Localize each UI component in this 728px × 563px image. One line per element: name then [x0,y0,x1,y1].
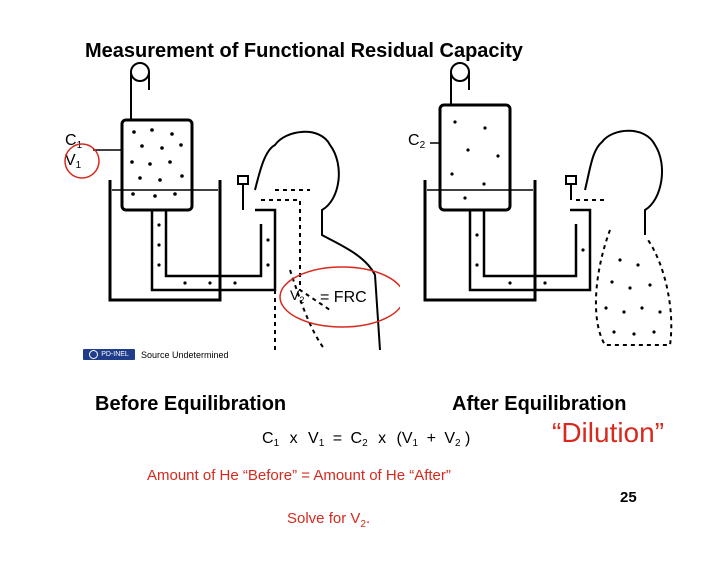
lungs-outline [594,229,673,346]
after-equilibration-diagram: C2 [408,62,673,346]
slide-title: Measurement of Functional Residual Capac… [85,40,523,62]
water-tank [423,180,537,302]
spirometer-bell [120,118,194,212]
caption-after: After Equilibration [452,393,627,415]
caption-before: Before Equilibration [95,393,287,415]
pulley [450,62,470,82]
label-v1: V1 [65,152,82,171]
label-v2: V2 [290,287,304,305]
source-text: Source Undetermined [141,349,229,360]
frc-highlight-circle [279,266,400,328]
v1-highlight-circle [64,143,100,179]
dilution-label: “Dilution” [552,417,665,448]
helium-dots-bell [450,120,500,200]
frc-label: = FRC [320,289,367,306]
page-number: 25 [620,489,637,506]
helium-dots-lungs [604,258,662,336]
license-icon [89,350,99,359]
svg-text:C1 x V1 = C2: C1 x V1 = C2 x (V1 + V2 ) [262,430,470,450]
amount-of-he-statement: Amount of He “Before” = Amount of He “Af… [147,467,451,484]
spirometer-bell [438,103,512,212]
before-equilibration-diagram: C1 V1 V2 = FRC [64,62,400,351]
license-badge: PD-INEL [83,349,135,360]
label-c1: C1 [65,132,83,151]
water-tank [108,180,222,302]
label-c2: C2 [408,132,426,151]
solve-instruction: Solve for V2. [287,510,371,530]
head-profile [254,130,381,351]
source-credit: PD-INEL Source Undetermined [83,349,229,360]
pulley [130,62,150,82]
helium-dots-bell [130,128,184,198]
head-profile [584,129,663,235]
dilution-equation: C1 x V1 = C2 x (V1 + V2 ) [262,430,470,450]
